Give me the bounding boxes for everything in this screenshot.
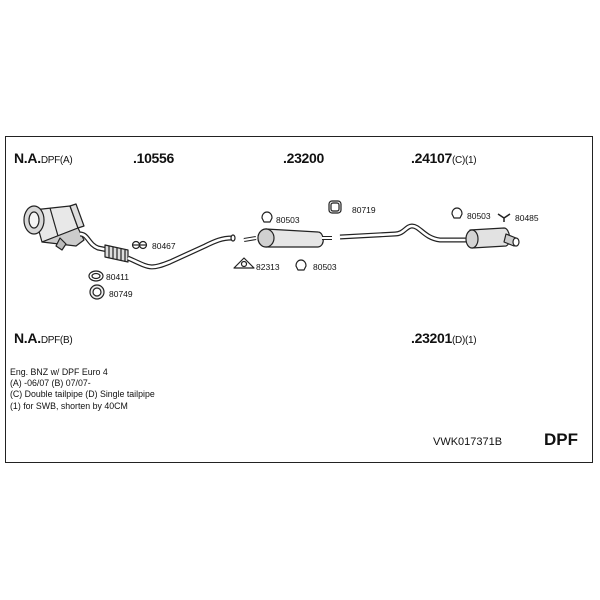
clamp-80503-c xyxy=(451,207,463,219)
clamp-82313 xyxy=(233,257,255,269)
note-line: Eng. BNZ w/ DPF Euro 4 xyxy=(10,367,108,377)
note-line: (C) Double tailpipe (D) Single tailpipe xyxy=(10,389,155,400)
pipe-10556 xyxy=(126,234,236,270)
label-80749: 80749 xyxy=(109,289,133,299)
rear-silencer-24107 xyxy=(339,223,520,249)
hanger-80485 xyxy=(497,213,511,222)
label-80411: 80411 xyxy=(106,272,130,282)
note-line: (A) -06/07 (B) 07/07- xyxy=(10,378,91,389)
middle-silencer-23200 xyxy=(243,228,332,248)
gasket-80411 xyxy=(88,270,104,282)
clamp-80467 xyxy=(131,240,148,250)
note-line: (1) for SWB, shorten by 40CM xyxy=(10,400,128,411)
flex-pipe xyxy=(104,244,129,263)
part-number-10556: .10556 xyxy=(133,150,175,166)
type-badge: DPF xyxy=(544,430,578,449)
label-80503-b: 80503 xyxy=(313,262,337,272)
dpf-catalytic-converter xyxy=(23,203,85,251)
label-80485: 80485 xyxy=(515,213,539,223)
label-80503-c: 80503 xyxy=(467,211,491,221)
part-number-24107: .24107(C)(1) xyxy=(411,150,477,166)
part-number-23200: .23200 xyxy=(283,150,325,166)
part-number-23201: .23201(D)(1) xyxy=(411,330,477,346)
notes-block: Eng. BNZ w/ DPF Euro 4 (A) -06/07 (B) 07… xyxy=(10,367,155,412)
kit-code: VWK017371B xyxy=(433,436,503,448)
clamp-80503-b xyxy=(295,259,307,271)
variant-a-label: N.A.DPF(A) xyxy=(14,150,73,166)
label-82313: 82313 xyxy=(256,262,280,272)
clamp-80503-a xyxy=(261,211,273,223)
label-80719: 80719 xyxy=(352,205,376,215)
label-80503-a: 80503 xyxy=(276,215,300,225)
ring-80749 xyxy=(89,284,105,300)
mount-80719 xyxy=(328,200,342,214)
front-pipe xyxy=(79,231,109,253)
diagram-frame xyxy=(5,136,593,463)
variant-b-label: N.A.DPF(B) xyxy=(14,330,73,346)
label-80467: 80467 xyxy=(152,241,176,251)
